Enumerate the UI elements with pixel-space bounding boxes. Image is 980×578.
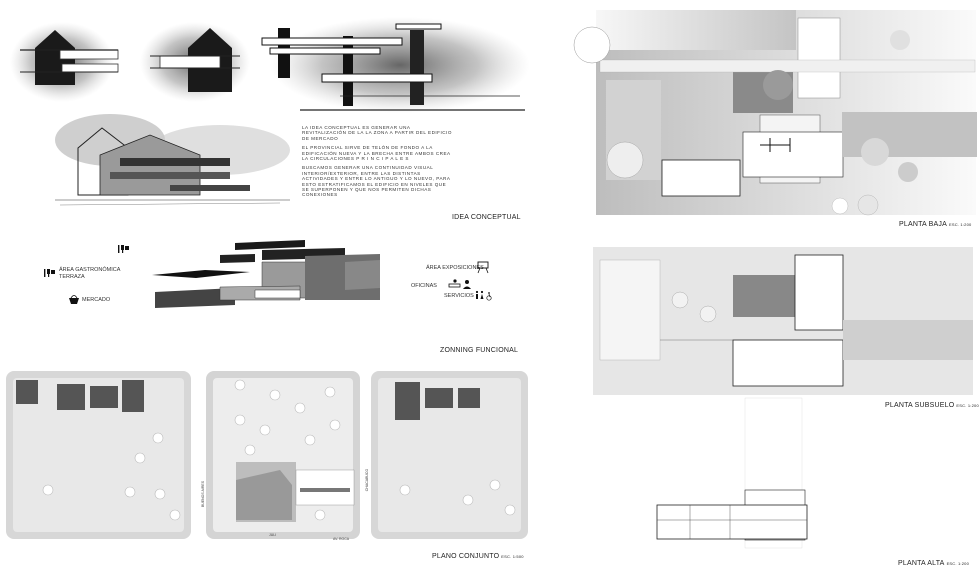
concept-text: LA IDEA CONCEPTUAL ES GENERAR UNA REVITA… [302, 125, 452, 202]
plan-ground-title-text: PLANTA BAJA [899, 221, 947, 228]
plan-ground-floor [573, 10, 977, 216]
plan-upper-scale: ESC. 1:200 [946, 561, 970, 566]
concept-sketch-2 [140, 22, 250, 102]
desk-icon [448, 279, 471, 289]
cutlery-icon [118, 245, 129, 253]
zoning-label-exhibitions: ÁREA EXPOSICIONES [426, 265, 484, 271]
zoning-axonometric [152, 240, 380, 308]
concept-title: IDEA CONCEPTUAL [452, 214, 521, 221]
plan-basement-scale: ESC. 1:200 [956, 403, 979, 408]
concept-sketch-3 [261, 17, 530, 113]
cutlery-icon-2 [44, 269, 55, 277]
basket-icon [69, 295, 79, 304]
plan-upper-floor [656, 397, 808, 549]
plan-upper-title-text: PLANTA ALTA [898, 560, 945, 567]
easel-icon [477, 261, 489, 274]
zoning-label-offices: OFICINAS [411, 283, 437, 289]
street-label-chacabuco: CHACABUCO [365, 468, 370, 492]
street-label-buenos-aires: BUENOS AIRES [201, 480, 206, 508]
street-label-av-roca: AV. ROCA [333, 537, 350, 541]
site-plan-scale: ESC. 1:500 [501, 554, 524, 559]
wheelchair-icon [486, 292, 492, 301]
plan-ground-scale: ESC. 1:200 [948, 222, 972, 227]
site-plan-3 [371, 371, 528, 539]
zoning-label-terrace: TERRAZA [59, 274, 85, 280]
plan-basement-title-text: PLANTA SUBSUELO [885, 402, 955, 409]
zoning-title: ZONNING FUNCIONAL [440, 347, 519, 354]
plan-basement [593, 247, 973, 395]
zoning-label-gastronomy: ÁREA GASTRONÓMICA [59, 267, 121, 273]
street-label-juli: JULI [269, 533, 277, 537]
zoning-label-services: SERVICIOS [444, 293, 474, 299]
site-plan-1 [6, 371, 191, 539]
concept-paragraph-2: EL PROVINCIAL SIRVE DE TELÓN DE FONDO A … [302, 145, 451, 162]
restroom-icon [475, 290, 484, 299]
perspective-sketch [50, 113, 295, 211]
site-plan-title-text: PLANO CONJUNTO [432, 553, 500, 560]
zoning-label-market: MERCADO [82, 297, 111, 303]
site-plan-2 [206, 371, 360, 539]
concept-sketch-1 [10, 22, 119, 102]
concept-paragraph-3: BUSCAMOS GENERAR UNA CONTINUIDAD VISUAL … [302, 165, 451, 198]
concept-paragraph-1: LA IDEA CONCEPTUAL ES GENERAR UNA REVITA… [302, 125, 452, 141]
